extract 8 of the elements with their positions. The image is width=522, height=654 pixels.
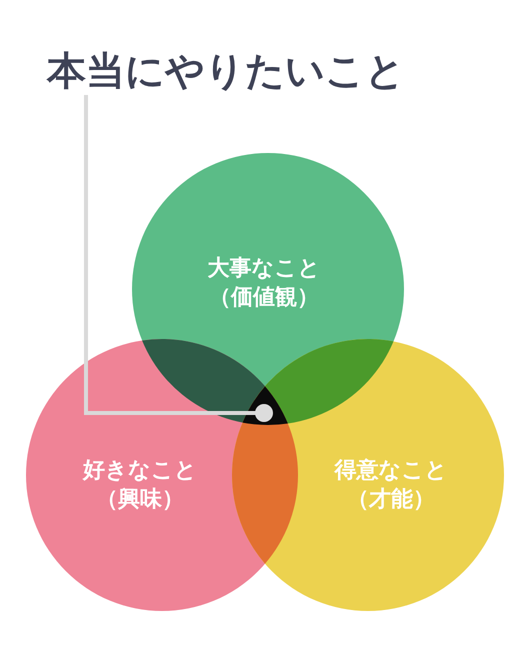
circle-sublabel: （才能）: [347, 486, 435, 514]
circle-label: 大事なこと: [208, 255, 320, 283]
leader-line: [84, 95, 256, 415]
heading: 本当にやりたいこと: [47, 49, 405, 95]
circle-sublabel: （興味）: [96, 486, 184, 514]
circle-label: 得意なこと: [334, 457, 448, 485]
circle-label: 好きなこと: [83, 457, 197, 485]
circle-sublabel: （価値観）: [209, 284, 319, 312]
